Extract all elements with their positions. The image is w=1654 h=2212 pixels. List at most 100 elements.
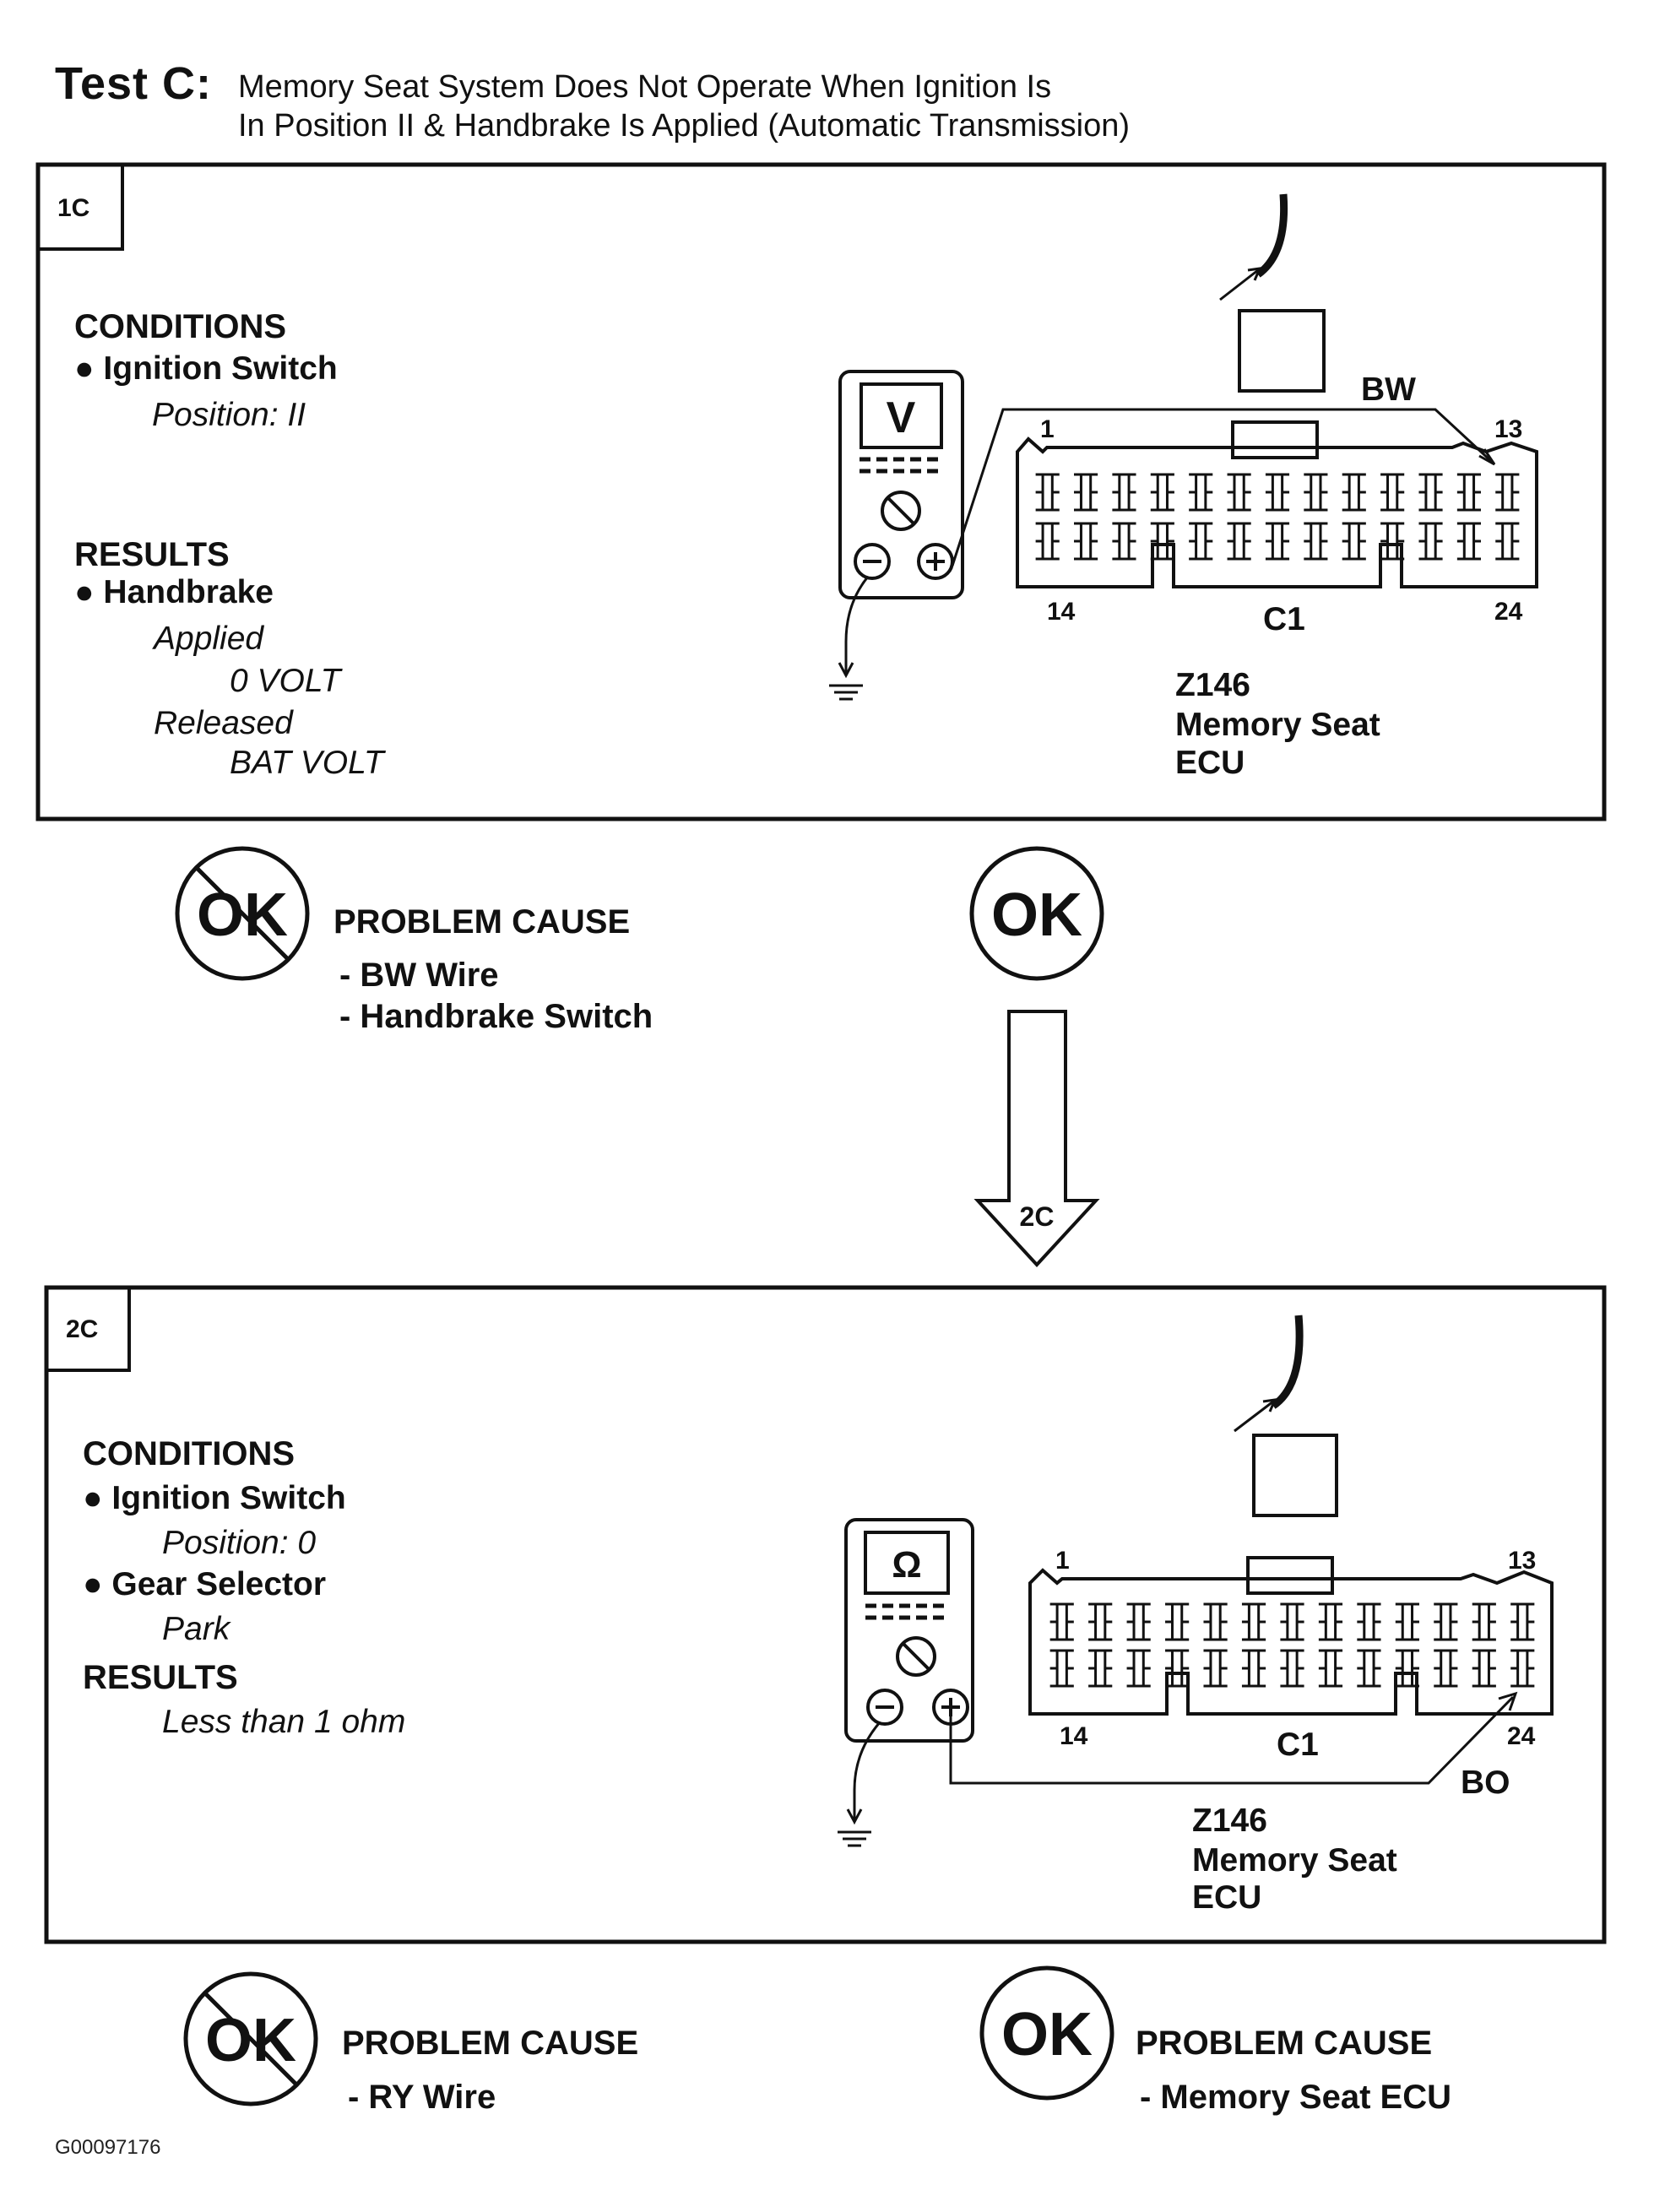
- connector-pin-cell: [1495, 522, 1520, 561]
- connector-pin-cell: [1150, 473, 1174, 512]
- step1-ecu-suffix: ECU: [1175, 745, 1245, 781]
- step1-tab: 1C: [57, 194, 90, 222]
- step1-meter-display: [860, 382, 943, 449]
- connector-pin-cell: [1049, 1649, 1074, 1688]
- connector-pin-cell: [1265, 473, 1290, 512]
- step1-ecu-id: Z146: [1175, 667, 1250, 703]
- test-title-line1: Memory Seat System Does Not Operate When…: [238, 69, 1052, 105]
- connector-pin-cell: [1126, 1649, 1151, 1688]
- connector-pin-cell: [1035, 473, 1060, 512]
- connector-pin-cell: [1495, 473, 1520, 512]
- step1-not-ok-label: OK: [197, 881, 288, 949]
- outcome2-left-cause-heading: PROBLEM CAUSE: [342, 2025, 639, 2062]
- connector-pin-cell: [1472, 1649, 1496, 1688]
- test-title-line2: In Position II & Handbrake Is Applied (A…: [238, 108, 1131, 144]
- step1-not-ok-slash: [194, 865, 290, 962]
- connector-pin-cell: [1126, 1602, 1151, 1641]
- connector-pin-cell: [1165, 1602, 1190, 1641]
- step1-result-applied: Applied: [154, 621, 264, 657]
- outcome1-cause-1: - BW Wire: [339, 957, 499, 994]
- connector-pin-cell: [1304, 522, 1328, 561]
- step2-wire-label: BO: [1461, 1765, 1510, 1801]
- figure-code: G00097176: [55, 2136, 161, 2159]
- connector-pin-cell: [1434, 1602, 1458, 1641]
- step2-meter-symbol: Ω: [892, 1544, 921, 1586]
- step1-result-item: ● Handbrake: [74, 574, 274, 610]
- connector-pin-cell: [1357, 1649, 1381, 1688]
- outcome2-right-cause-heading: PROBLEM CAUSE: [1136, 2025, 1433, 2062]
- connector-pin-cell: [1074, 522, 1098, 561]
- step2-ecu-name: Memory Seat: [1192, 1842, 1397, 1879]
- step1-bw-wire: [951, 408, 1494, 567]
- step2-condition-1: ● Ignition Switch: [83, 1480, 346, 1516]
- step2-meter-pos-terminal: [932, 1689, 969, 1726]
- step1-condition-1: ● Ignition Switch: [74, 350, 338, 387]
- connector-pin-cell: [1189, 522, 1213, 561]
- connector-pin-cell: [1150, 522, 1174, 561]
- flow-arrow-to-2c: [973, 1010, 1100, 1267]
- step2-ground-symbol: [838, 1830, 871, 1847]
- connector-pin-cell: [1203, 1649, 1228, 1688]
- connector-pin-cell: [1456, 522, 1481, 561]
- step2-meter-display: [864, 1531, 950, 1595]
- step2-connector-body: [1028, 1568, 1554, 1716]
- step1-harness-wire: [1255, 193, 1288, 278]
- connector-pin-cell: [1304, 473, 1328, 512]
- connector-pin-cell: [1418, 522, 1443, 561]
- connector-pin-cell: [1265, 522, 1290, 561]
- step1-result-released-value: BAT VOLT: [230, 745, 384, 781]
- step2-ok-circle: [979, 1965, 1114, 2101]
- connector-pin-cell: [1318, 1602, 1343, 1641]
- connector-pin-cell: [1280, 1602, 1304, 1641]
- step2-conditions-heading: CONDITIONS: [83, 1435, 296, 1472]
- step2-ecu-suffix: ECU: [1192, 1879, 1262, 1916]
- connector-pin-cell: [1112, 522, 1136, 561]
- step2-condition-1-value: Position: 0: [162, 1525, 317, 1561]
- step1-connector-label: C1: [1263, 601, 1305, 637]
- step1-meter-pos-terminal: [917, 543, 954, 580]
- test-label: Test C:: [55, 58, 213, 109]
- connector-pin-cell: [1456, 473, 1481, 512]
- step2-result-value: Less than 1 ohm: [162, 1704, 406, 1740]
- step2-condition-2-name: Gear Selector: [111, 1566, 327, 1602]
- step2-connector-latch: [1246, 1556, 1334, 1595]
- step1-ok-circle: [969, 846, 1104, 981]
- connector-pin-cell: [1472, 1602, 1496, 1641]
- step1-meter-dashes: [860, 457, 938, 474]
- step2-condition-2: ● Gear Selector: [83, 1566, 327, 1602]
- connector-pin-cell: [1380, 473, 1405, 512]
- step2-bo-wire: [949, 1695, 1515, 1785]
- step2-results-heading: RESULTS: [83, 1659, 238, 1696]
- step2-harness-block: [1252, 1434, 1338, 1517]
- connector-pin-cell: [1280, 1649, 1304, 1688]
- step1-meter-dial: [881, 491, 921, 531]
- step2-condition-1-name: Ignition Switch: [111, 1480, 346, 1516]
- connector-pin-cell: [1227, 473, 1251, 512]
- step2-pin-13: 13: [1508, 1547, 1537, 1575]
- connector-pin-cell: [1510, 1649, 1535, 1688]
- connector-pin-cell: [1112, 473, 1136, 512]
- step2-condition-2-value: Park: [162, 1611, 230, 1647]
- connector-pin-cell: [1074, 473, 1098, 512]
- connector-pin-cell: [1241, 1649, 1266, 1688]
- step1-result-released: Released: [154, 705, 293, 741]
- step1-connector-pins: [1035, 473, 1520, 561]
- step2-not-ok-circle: [183, 1971, 318, 2106]
- connector-pin-cell: [1434, 1649, 1458, 1688]
- connector-pin-cell: [1049, 1602, 1074, 1641]
- step1-pin-14: 14: [1047, 598, 1076, 626]
- step1-pin-13: 13: [1494, 415, 1523, 443]
- step2-pin-14: 14: [1060, 1722, 1088, 1750]
- connector-pin-cell: [1088, 1602, 1113, 1641]
- step1-result-applied-value: 0 VOLT: [230, 663, 341, 699]
- step1-voltmeter: [838, 370, 964, 599]
- connector-pin-cell: [1395, 1649, 1419, 1688]
- connector-pin-cell: [1395, 1602, 1419, 1641]
- connector-pin-cell: [1318, 1649, 1343, 1688]
- step2-meter-dial: [896, 1636, 936, 1677]
- step2-not-ok-label: OK: [205, 2007, 296, 2074]
- connector-pin-cell: [1203, 1602, 1228, 1641]
- connector-pin-cell: [1342, 473, 1366, 512]
